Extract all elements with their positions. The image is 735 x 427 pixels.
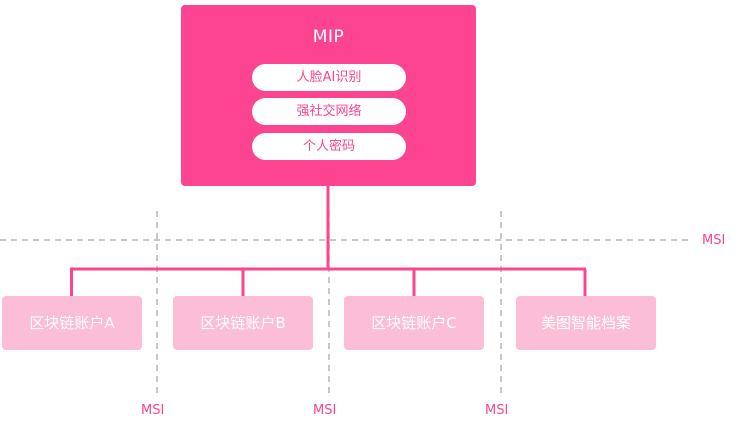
mip-box: MIP 人脸AI识别 强社交网络 个人密码 bbox=[181, 5, 476, 186]
account-box-a: 区块链账户A bbox=[2, 296, 142, 350]
msi-label-bottom-3: MSI bbox=[485, 403, 509, 418]
msi-label-right: MSI bbox=[702, 233, 726, 248]
mip-title: MIP bbox=[312, 27, 345, 47]
account-box-c: 区块链账户C bbox=[344, 296, 484, 350]
account-box-b: 区块链账户B bbox=[173, 296, 313, 350]
msi-label-bottom-2: MSI bbox=[313, 403, 337, 418]
msi-label-bottom-1: MSI bbox=[141, 403, 165, 418]
account-box-meitu-archive: 美图智能档案 bbox=[516, 296, 656, 350]
feature-face-ai: 人脸AI识别 bbox=[252, 64, 406, 91]
feature-personal-password: 个人密码 bbox=[252, 133, 406, 160]
feature-social-network: 强社交网络 bbox=[252, 98, 406, 125]
